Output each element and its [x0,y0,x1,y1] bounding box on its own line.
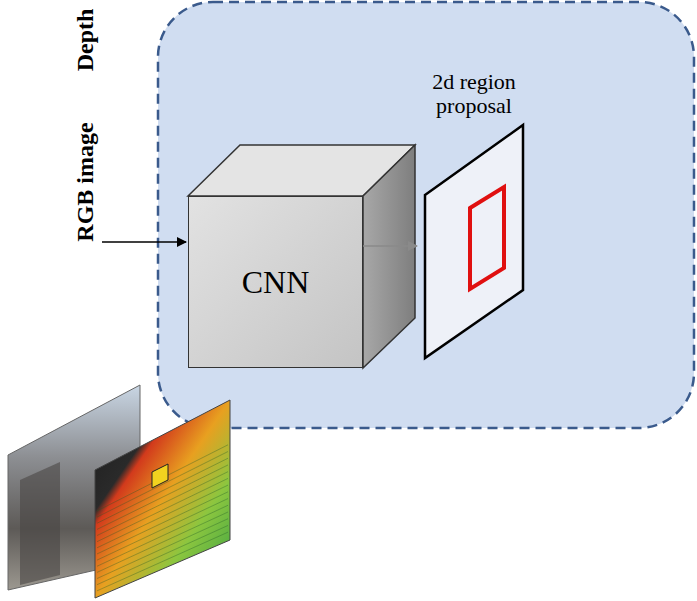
scanline [97,492,228,554]
scanline [97,532,228,591]
image-plane [425,125,523,358]
scanline [97,485,228,548]
scanline [97,478,228,541]
proposal-plane: 2d region proposal [418,68,530,363]
cube-side [363,145,415,368]
scanline [97,512,228,572]
depth-map [95,400,230,598]
scanline [97,505,228,566]
block-label: CNN [242,264,310,301]
region-box [470,187,504,289]
depth-car [152,464,168,488]
input-label: RGB image [72,122,99,241]
scanline [97,452,228,518]
cnn-block: CNN [188,196,363,368]
scanline [97,465,228,529]
scanline [97,499,228,561]
scanline [97,525,228,584]
plane-heading: 2d region proposal [418,70,530,118]
input-label: Depth [72,9,99,72]
input-arrow [102,241,186,243]
scanline [97,519,228,579]
photo-building [20,462,60,585]
scanline [97,458,228,523]
depth-scanlines [97,445,228,591]
flow-arrow [363,245,417,247]
module-region [158,2,694,428]
